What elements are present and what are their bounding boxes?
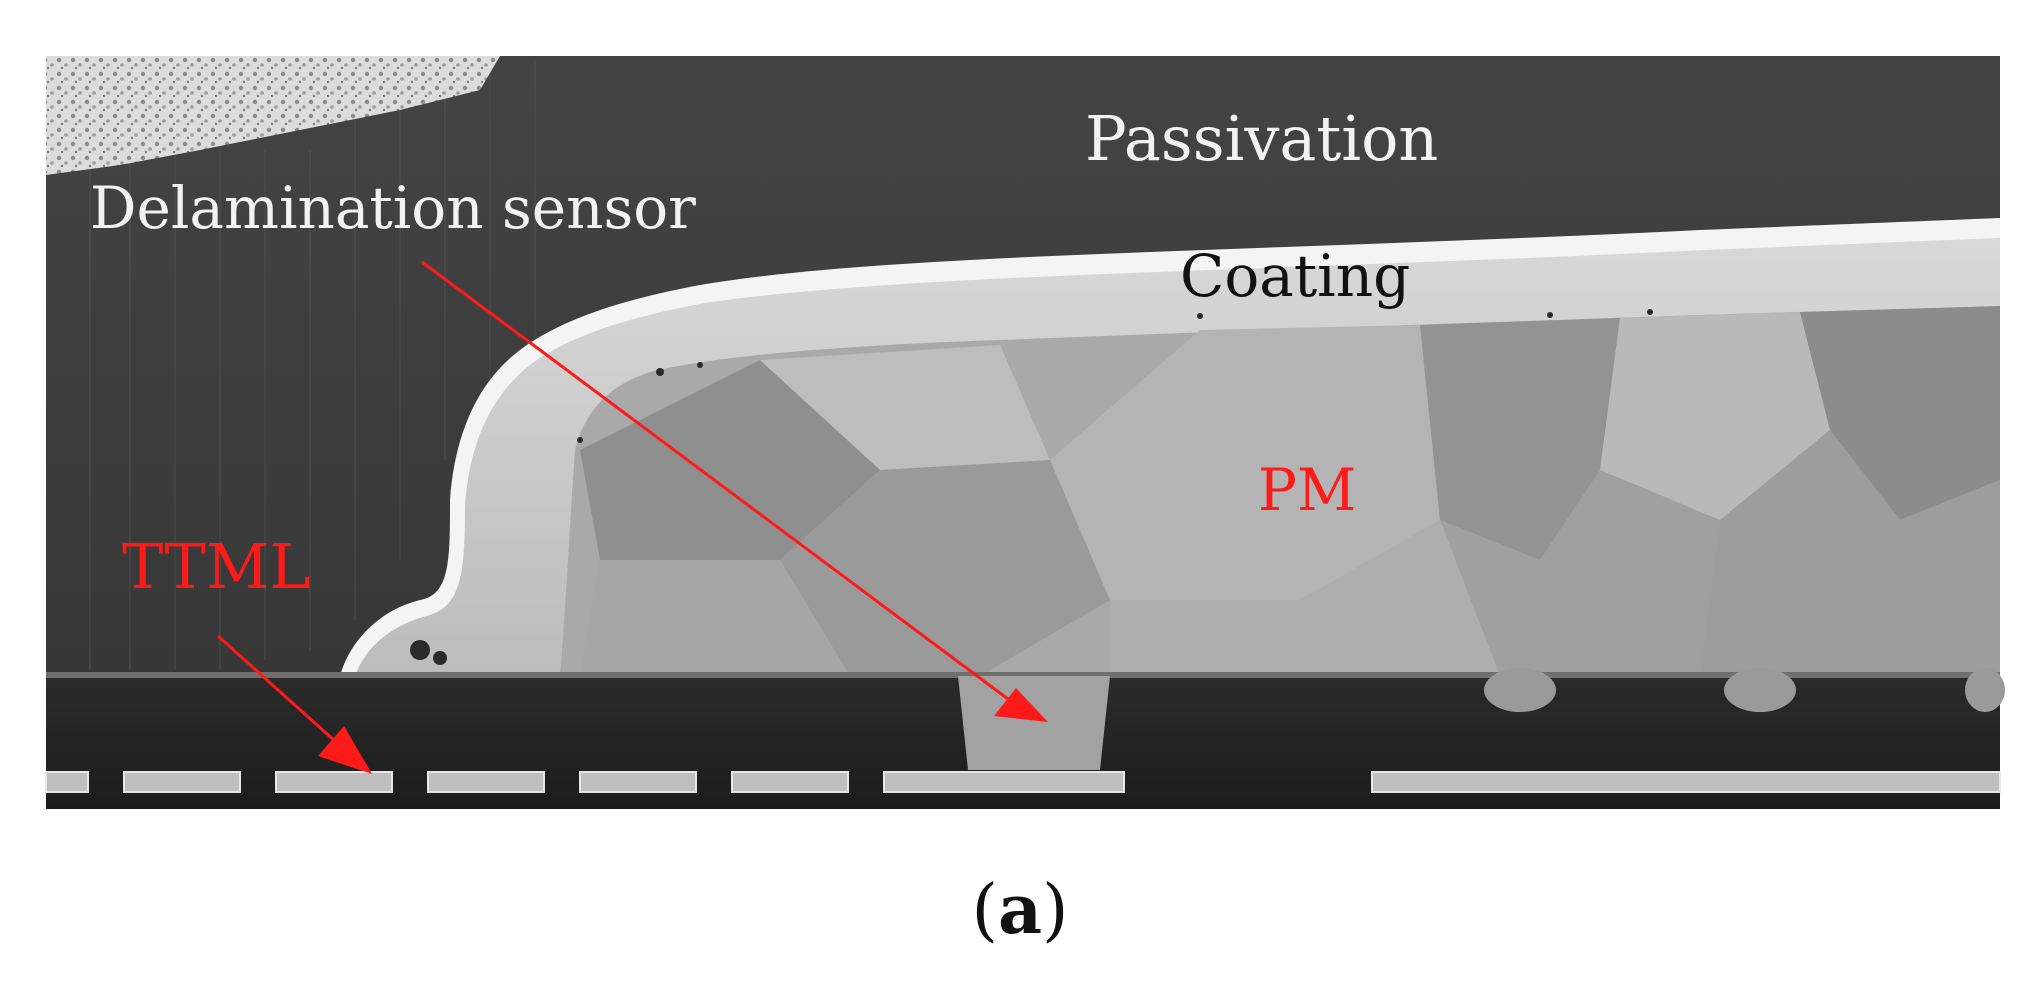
delamination-sensor-arrow-line (421, 260, 1013, 704)
coating-label: Coating (1180, 242, 1410, 310)
ttml-arrow-line (216, 634, 338, 744)
interface-particles (410, 309, 1653, 665)
ttml-label: TTML (122, 530, 311, 603)
pm-region (560, 306, 2000, 676)
sem-image (45, 56, 2005, 809)
caption-close-paren: ) (1042, 871, 1069, 950)
substrate-top-edge (46, 672, 2000, 678)
delamination-sensor-arrowhead (994, 688, 1048, 722)
ttml-segments (45, 771, 2001, 793)
passivation-label: Passivation (1085, 102, 1438, 175)
ttml-arrowhead (318, 726, 372, 774)
porous-region (46, 56, 500, 175)
substrate-bumps (1484, 668, 2005, 712)
sensor-via (958, 676, 1110, 770)
annotation-arrows (216, 260, 1048, 774)
caption-letter: a (997, 870, 1043, 950)
left-streaks (89, 60, 536, 670)
caption-open-paren: ( (971, 871, 998, 950)
figure-caption: (a) (0, 870, 2040, 950)
pm-label: PM (1258, 456, 1356, 524)
delamination-sensor-label: Delamination sensor (90, 174, 696, 242)
